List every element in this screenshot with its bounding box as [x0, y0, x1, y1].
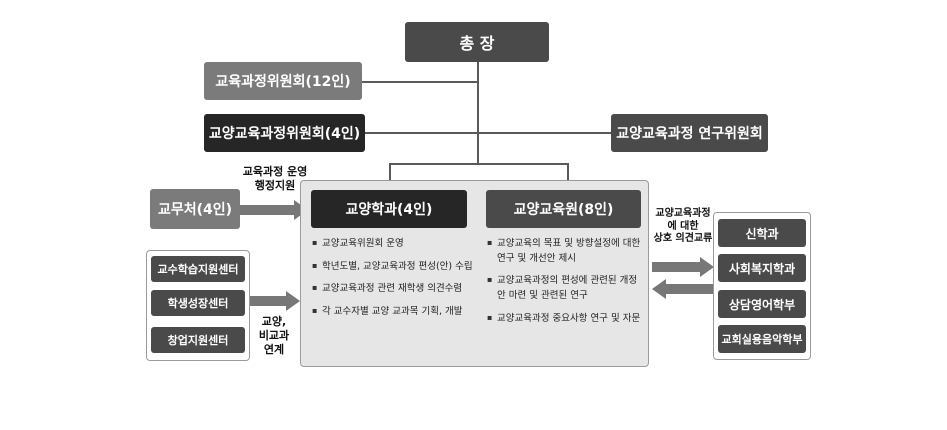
liberal-institute-duty: 교양교육과정 중요사항 연구 및 자문 [487, 312, 641, 327]
support-arrow-label-line2: 비교과 [258, 328, 290, 342]
support-center-student-growth: 학생성장센터 [151, 290, 245, 316]
connector-branch-horizontal [389, 163, 569, 165]
arrow-from-departments [652, 279, 714, 299]
liberal-institute-duty: 교양교육의 목표 및 방향설정에 대한 연구 및 개선안 제시 [487, 237, 641, 266]
liberal-curriculum-committee-box: 교양교육과정위원회(4인) [204, 114, 365, 152]
arrow-academic-affairs [240, 200, 308, 220]
liberal-institute-duties: 교양교육의 목표 및 방향설정에 대한 연구 및 개선안 제시 교양교육과정의 … [487, 237, 641, 335]
department-social-welfare: 사회복지학과 [718, 254, 806, 282]
connector-committee-left [362, 81, 478, 83]
support-arrow-label: 교양, 비교과 연계 [252, 315, 296, 356]
curriculum-committee-box: 교육과정위원회(12인) [204, 62, 362, 100]
liberal-institute-box: 교양교육원(8인) [486, 190, 641, 228]
liberal-dept-duties: 교양교육위원회 운영 학년도별, 교양교육과정 편성(안) 수립 교양교육과정 … [312, 237, 482, 328]
academic-affairs-arrow-label-line2: 행정지원 [254, 178, 296, 192]
arrow-support-centers [240, 291, 300, 311]
support-arrow-label-line3: 연계 [263, 342, 285, 356]
support-arrow-label-line1: 교양, [261, 315, 287, 328]
liberal-dept-box: 교양학과(4인) [311, 190, 467, 228]
academic-affairs-arrow-label-line1: 교육과정 운영 [242, 165, 308, 178]
exchange-label-line2: 에 대한 [667, 220, 699, 232]
exchange-label-line3: 상호 의견교류 [653, 233, 713, 244]
connector-branch-left [389, 163, 391, 190]
support-center-startup: 창업지원센터 [151, 327, 245, 353]
arrow-to-departments [652, 257, 714, 277]
exchange-label: 교양교육과정 에 대한 상호 의견교류 [648, 208, 718, 246]
department-church-music: 교회실용음악학부 [718, 325, 806, 353]
department-counseling-english: 상담영어학부 [718, 290, 806, 318]
president-box: 총 장 [405, 22, 549, 62]
support-center-teaching: 교수학습지원센터 [151, 256, 245, 282]
liberal-dept-duty: 각 교수자별 교양 교과목 기획, 개발 [312, 305, 482, 320]
connector-branch-right [567, 163, 569, 190]
academic-affairs-box: 교무처(4인) [150, 189, 240, 229]
liberal-institute-duty: 교양교육과정의 편성에 관련된 개정안 마련 및 관련된 연구 [487, 274, 641, 303]
liberal-dept-duty: 교양교육위원회 운영 [312, 237, 482, 252]
liberal-dept-duty: 교양교육과정 관련 재학생 의견수렴 [312, 282, 482, 297]
department-theology: 신학과 [718, 219, 806, 247]
liberal-dept-duty: 학년도별, 교양교육과정 편성(안) 수립 [312, 260, 482, 275]
connector-president-down [477, 62, 479, 164]
connector-liberal-committee [365, 132, 611, 134]
research-committee-box: 교양교육과정 연구위원회 [611, 114, 768, 152]
academic-affairs-arrow-label: 교육과정 운영 행정지원 [240, 165, 310, 193]
exchange-label-line1: 교양교육과정 [655, 208, 711, 219]
